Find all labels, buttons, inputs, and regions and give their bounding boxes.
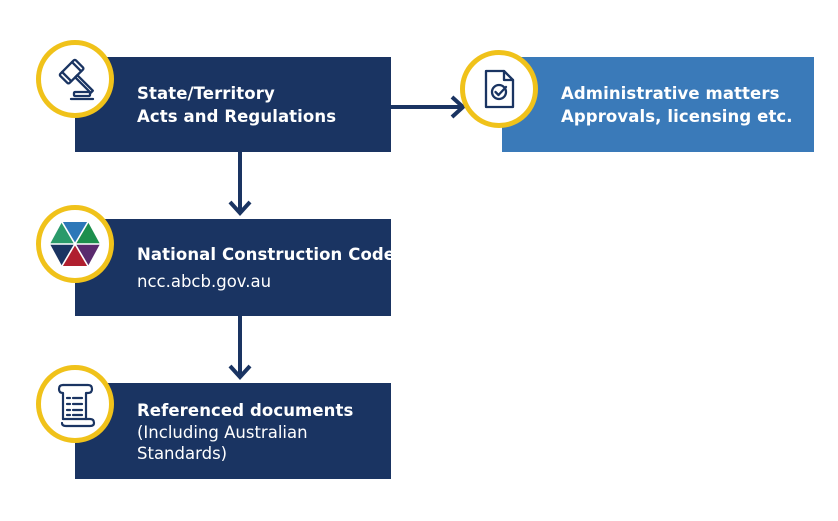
gavel-badge <box>36 40 114 118</box>
ref-subtitle-line1: (Including Australian <box>137 422 308 442</box>
gavel-icon <box>58 58 95 101</box>
admin-title-line2: Approvals, licensing etc. <box>561 106 793 126</box>
ncc-title: National Construction Code <box>137 244 396 264</box>
acts-regulations-box: State/Territory Acts and Regulations <box>75 57 391 152</box>
arrow-acts-to-admin <box>391 95 466 119</box>
ref-subtitle-line2: Standards) <box>137 443 228 463</box>
acts-title-line1: State/Territory <box>137 83 275 103</box>
ncc-url: ncc.abcb.gov.au <box>137 271 272 291</box>
acts-title-line2: Acts and Regulations <box>137 106 337 126</box>
administrative-matters-box: Administrative matters Approvals, licens… <box>502 57 814 152</box>
arrow-ncc-to-ref <box>228 316 252 380</box>
ncc-logo-icon <box>50 221 100 267</box>
scroll-document-icon <box>57 383 96 428</box>
ref-title: Referenced documents <box>137 400 354 420</box>
national-construction-code-box: National Construction Code ncc.abcb.gov.… <box>75 219 396 316</box>
referenced-documents-box: Referenced documents (Including Australi… <box>75 383 391 479</box>
checked-document-badge <box>460 50 538 128</box>
scroll-document-badge <box>36 365 114 443</box>
arrow-acts-to-ncc <box>228 152 252 216</box>
checked-document-icon <box>484 69 515 109</box>
admin-title-line1: Administrative matters <box>561 83 780 103</box>
ncc-logo-badge <box>36 205 114 283</box>
